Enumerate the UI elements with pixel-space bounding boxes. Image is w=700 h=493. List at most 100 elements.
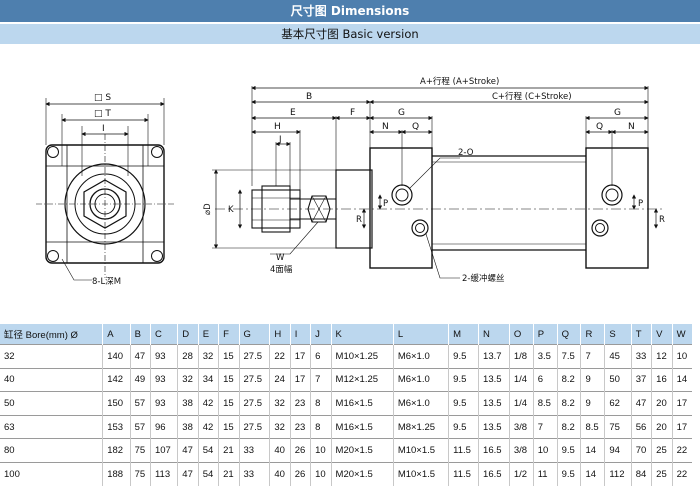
- table-cell: 47: [177, 461, 199, 486]
- table-cell: 8.2: [556, 367, 581, 392]
- table-cell: 93: [149, 391, 178, 416]
- table-cell: 182: [102, 438, 131, 463]
- table-cell: 188: [102, 461, 131, 486]
- table-cell: 16.5: [478, 438, 510, 463]
- table-cell: 75: [604, 414, 632, 439]
- label-r-right: R: [659, 215, 665, 225]
- column-header: N: [478, 324, 510, 345]
- table-cell: 21: [218, 461, 240, 486]
- bore-cell: 32: [0, 344, 103, 369]
- label-t: □ T: [94, 109, 111, 119]
- table-cell: 9.5: [448, 391, 479, 416]
- table-cell: 15: [218, 414, 240, 439]
- label-f: F: [350, 108, 355, 118]
- table-cell: 11.5: [448, 461, 479, 486]
- label-port: 2-O: [458, 148, 474, 158]
- table-cell: 9.5: [448, 414, 479, 439]
- table-cell: 62: [604, 391, 632, 416]
- table-cell: 14: [580, 438, 605, 463]
- table-cell: 3.5: [532, 344, 558, 369]
- table-cell: 28: [177, 344, 199, 369]
- table-cell: 14: [671, 367, 692, 392]
- table-cell: 13.7: [478, 344, 510, 369]
- label-j: J: [278, 135, 282, 145]
- table-cell: 32: [197, 344, 219, 369]
- table-cell: 8.5: [580, 414, 605, 439]
- table-cell: 17: [671, 391, 692, 416]
- label-stroke-c: C+行程 (C+Stroke): [492, 91, 572, 102]
- column-header: J: [310, 324, 332, 345]
- table-cell: 57: [129, 414, 151, 439]
- column-header: O: [508, 324, 534, 345]
- column-header: T: [630, 324, 652, 345]
- label-e: E: [290, 108, 296, 118]
- column-header: W: [671, 324, 692, 345]
- table-cell: M6×1.0: [392, 391, 449, 416]
- column-header: P: [532, 324, 558, 345]
- column-header: V: [651, 324, 673, 345]
- table-cell: 8: [310, 414, 332, 439]
- column-header: I: [289, 324, 311, 345]
- table-cell: 8.2: [556, 391, 581, 416]
- dimension-drawing: □ S □ T I 8-L深M: [36, 76, 665, 287]
- column-header: A: [102, 324, 131, 345]
- label-mount-holes: 8-L深M: [92, 277, 121, 287]
- table-cell: 1/2: [508, 461, 534, 486]
- table-cell: 84: [630, 461, 652, 486]
- column-header: Q: [556, 324, 581, 345]
- table-cell: 7: [310, 367, 332, 392]
- bore-cell: 40: [0, 367, 103, 392]
- table-cell: 32: [269, 391, 291, 416]
- column-header: 缸径 Bore(mm) Ø: [0, 324, 103, 345]
- table-cell: 40: [269, 438, 291, 463]
- table-cell: M6×1.0: [392, 367, 449, 392]
- table-cell: 47: [630, 391, 652, 416]
- table-cell: M16×1.5: [330, 414, 394, 439]
- table-cell: 96: [149, 414, 178, 439]
- table-cell: 94: [604, 438, 632, 463]
- column-header: R: [580, 324, 605, 345]
- bore-cell: 63: [0, 414, 103, 439]
- column-header: M: [448, 324, 479, 345]
- table-cell: 113: [149, 461, 178, 486]
- table-cell: 15: [218, 344, 240, 369]
- table-cell: 8.2: [556, 414, 581, 439]
- bore-cell: 100: [0, 461, 103, 486]
- table-cell: M20×1.5: [330, 438, 394, 463]
- table-cell: 150: [102, 391, 131, 416]
- table-cell: 26: [289, 461, 311, 486]
- table-cell: 27.5: [238, 344, 270, 369]
- table-cell: 13.5: [478, 367, 510, 392]
- label-w: W: [276, 253, 285, 263]
- table-cell: 32: [269, 414, 291, 439]
- table-cell: 25: [651, 438, 673, 463]
- label-phi-d: ⌀D: [203, 203, 213, 215]
- label-q-left: Q: [412, 122, 419, 132]
- table-cell: 33: [238, 438, 270, 463]
- table-cell: 17: [671, 414, 692, 439]
- table-cell: 20: [651, 391, 673, 416]
- table-cell: 7: [532, 414, 558, 439]
- table-cell: 23: [289, 414, 311, 439]
- table-cell: 8.5: [532, 391, 558, 416]
- table-cell: 20: [651, 414, 673, 439]
- table-cell: 15: [218, 367, 240, 392]
- table-cell: 22: [671, 461, 692, 486]
- label-b: B: [306, 92, 312, 102]
- table-cell: 27.5: [238, 414, 270, 439]
- column-header: H: [269, 324, 291, 345]
- label-g-right: G: [614, 108, 621, 118]
- table-cell: 10: [671, 344, 692, 369]
- table-cell: 14: [580, 461, 605, 486]
- label-r-left: R: [356, 215, 362, 225]
- side-view: [212, 85, 662, 279]
- table-cell: 9.5: [556, 461, 581, 486]
- column-header: F: [218, 324, 240, 345]
- table-cell: M20×1.5: [330, 461, 394, 486]
- table-cell: 9.5: [448, 344, 479, 369]
